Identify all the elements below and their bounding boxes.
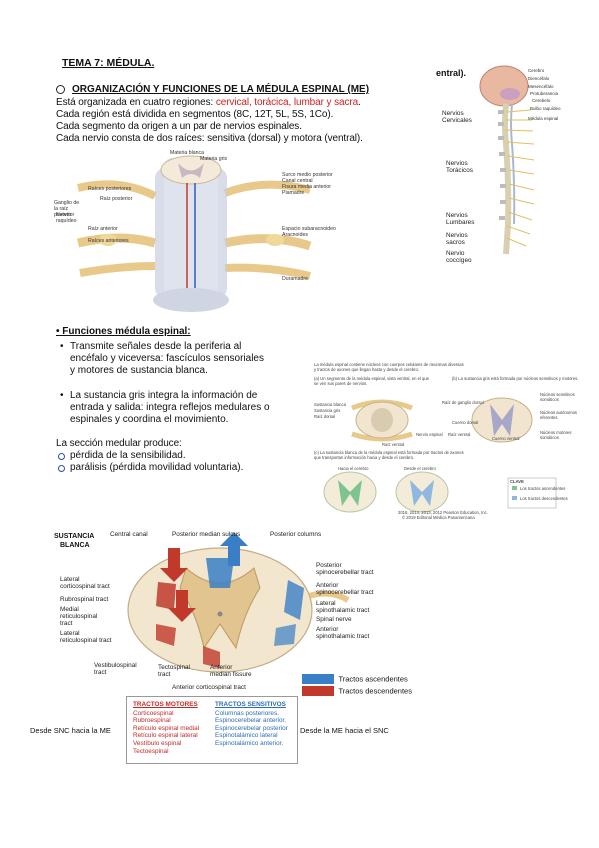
label-vestibulospinal: Vestibulospinal tract (94, 662, 137, 676)
label-spinal-nerve-white: Spinal nerve (316, 616, 352, 623)
label-anterior-median-fissure: Fisura media anterior (282, 184, 332, 190)
label-medula-espinal: Médula espinal (528, 116, 559, 121)
label-anterior-roots: Raíces anteriores (88, 238, 129, 244)
label-lateral-spinothalamic: Lateral spinothalamic tract (316, 600, 370, 614)
label-protuberancia: Protuberancia (530, 91, 559, 96)
spinal-segment-figure: Materia blanca Materia gris Surco medio … (54, 148, 336, 318)
label-gray-matter: Materia gris (200, 156, 228, 162)
label-thoracic-nerves: Nervios Torácicos (446, 160, 473, 174)
segments-line: Cada región está dividida en segmentos (… (56, 109, 334, 120)
functions-heading: • Funciones médula espinal: (56, 326, 191, 337)
label-snc-to-me: Desde SNC hacia la ME (30, 726, 111, 735)
label-pia-mater: Piamadre (282, 190, 305, 196)
label-b-ganglion: Raíz de ganglio dorsal (442, 400, 484, 405)
label-subarachnoid-space: Espacio subaracnoideo (282, 226, 336, 232)
label-anterior-corticospinal: Anterior corticospinal tract (172, 684, 246, 691)
roots-line: Cada nervio consta de dos raíces: sensit… (56, 133, 363, 144)
regions-line: Está organizada en cuatro regiones: cerv… (56, 97, 361, 108)
label-a-gray: Sustancia gris (314, 408, 341, 413)
effect-paralysis: parálisis (pérdida movilidad voluntaria)… (57, 462, 244, 473)
label-lumbar-nerves: Nervios Lumbares (446, 212, 475, 226)
label-cervical-nerves: Nervios Cervicales (442, 110, 472, 124)
spine-nerves-figure: entral). Cerebro Diencéfalo Mesencéfalo … (436, 64, 586, 264)
spine-corner-text: entral). (436, 68, 467, 78)
label-central-canal: Central canal (110, 531, 148, 538)
tracts-table: TRACTOS MOTORES Corticoespinal Rubroespi… (126, 696, 298, 764)
descending-swatch (302, 685, 334, 696)
function-item-integrate: La sustancia gris integra la información… (60, 390, 320, 426)
function-item-transmit: Transmite señales desde la periferia ale… (60, 341, 310, 377)
effect-sensitivity-loss: pérdida de la sensibilidad. (58, 450, 186, 461)
label-mesencefalo: Mesencéfalo (528, 84, 554, 89)
copyright-1: 2016, 2014, 2013, 2012 Pearson Education… (398, 510, 488, 515)
section-produces-line: La sección medular produce: (56, 438, 182, 449)
label-arachnoid: Aracnoides (282, 232, 308, 238)
label-c-to-brain: Hacia el cerebro (338, 466, 369, 471)
regions-highlight: cervical, torácica, lumbar y sacra (215, 97, 359, 108)
circle-bullet-icon (56, 84, 65, 94)
label-anterior-median-fissure: Anterior median fissure (210, 664, 252, 678)
label-b-autonomic-nuclei: Núcleos autónomos eferentes (540, 410, 578, 420)
label-sacral-nerves: Nervios sacros (446, 232, 468, 246)
label-posterior-columns: Posterior columns (270, 531, 322, 538)
motor-tracts-column: TRACTOS MOTORES Corticoespinal Rubroespi… (133, 701, 200, 755)
spine-illustration (479, 65, 535, 255)
label-posterior-median-sulcus: Surco medio posterior (282, 172, 333, 178)
pearson-sub-b: (b) La sustancia gris está formada por n… (452, 376, 579, 381)
legend-ascending: Los tractos ascendentes (520, 486, 566, 491)
label-cerebelo: Cerebelo (532, 98, 551, 103)
label-white-matter: Materia blanca (170, 150, 205, 156)
label-a-dorsal: Raíz dorsal (314, 414, 336, 419)
label-lateral-reticulospinal: Lateral reticulospinal tract (60, 630, 112, 644)
label-central-canal: Canal central (282, 178, 313, 184)
legend-descending: Los tractos descendentes (520, 496, 568, 501)
ascending-swatch (302, 673, 334, 684)
label-coccygeal-nerve: Nervio coccígeo (446, 250, 472, 264)
label-anterior-spinocerebellar: Anterior spinocerebellar tract (316, 582, 374, 596)
tracts-legend-asc: Tractos ascendentes (302, 670, 408, 688)
label-anterior-spinothalamic: Anterior spinothalamic tract (316, 626, 370, 640)
label-bulbo: Bulbo raquídeo (530, 106, 561, 111)
label-a-ventral: Raíz ventral (382, 442, 405, 447)
label-a-white: Sustancia blanca (314, 402, 346, 407)
nerve-pair-line: Cada segmento da origen a un par de nerv… (56, 121, 302, 132)
page-title: TEMA 7: MÉDULA. (62, 57, 155, 69)
label-dorsal-root-ganglion: Ganglio de la raíz posterior (54, 200, 80, 218)
label-b-sensory-nuclei: Núcleos sensitivos somáticos (540, 392, 575, 402)
label-posterior-spinocerebellar: Posterior spinocerebellar tract (316, 562, 374, 576)
label-a-nerve: Nervio espinal (416, 432, 443, 437)
label-posterior-roots: Raíces posteriores (88, 186, 132, 192)
spinal-segment-illustration (76, 155, 312, 312)
white-matter-illustration (127, 532, 350, 673)
label-dura-mater: Duramadre (282, 276, 308, 282)
tracts-legend-desc: Tractos descendentes (302, 682, 412, 700)
label-b-ventral-horn: Cuerno ventral (492, 436, 520, 441)
pearson-caption: La médula espinal contiene núcleos con c… (314, 362, 464, 372)
section-heading-organization: ORGANIZACIÓN Y FUNCIONES DE LA MÉDULA ES… (56, 84, 369, 95)
label-posterior-root: Raíz posterior (100, 196, 133, 202)
label-tectospinal: Tectospinal tract (158, 664, 190, 678)
sensory-tracts-column: TRACTOS SENSITIVOS Columnas posteriores.… (215, 701, 288, 747)
pearson-sub-a: (a) Un segmento de la médula espinal, vi… (314, 376, 429, 386)
label-cerebro: Cerebro (528, 68, 545, 73)
label-anterior-root: Raíz anterior (88, 226, 118, 232)
copyright-2: © 2019 Editorial Médica Panamericana (402, 515, 475, 520)
label-b-motor-nuclei: Núcleos motores somáticos (540, 430, 572, 440)
legend-title: CLAVE (510, 479, 524, 484)
label-spinal-nerve: Nervio raquídeo (56, 212, 77, 224)
label-medial-reticulospinal: Medial reticulospinal tract (60, 606, 98, 627)
label-diencefalo: Diencéfalo (528, 76, 550, 81)
label-rubrospinal: Rubrospinal tract (60, 596, 109, 603)
label-lateral-corticospinal: Lateral corticospinal tract (60, 576, 110, 590)
label-me-to-snc: Desde la ME hacia el SNC (300, 726, 389, 735)
label-b-ventral-root: Raíz ventral (448, 432, 471, 437)
pearson-illustration (323, 397, 557, 513)
label-posterior-median-sulcus: Posterior median sulcus (172, 531, 241, 538)
pearson-sub-c: (c) La sustancia blanca de la médula esp… (314, 450, 464, 460)
label-c-from-brain: Desde el cerebro (404, 466, 436, 471)
pearson-figure: La médula espinal contiene núcleos con c… (312, 362, 592, 522)
label-b-dorsal-horn: Cuerno dorsal (452, 420, 479, 425)
